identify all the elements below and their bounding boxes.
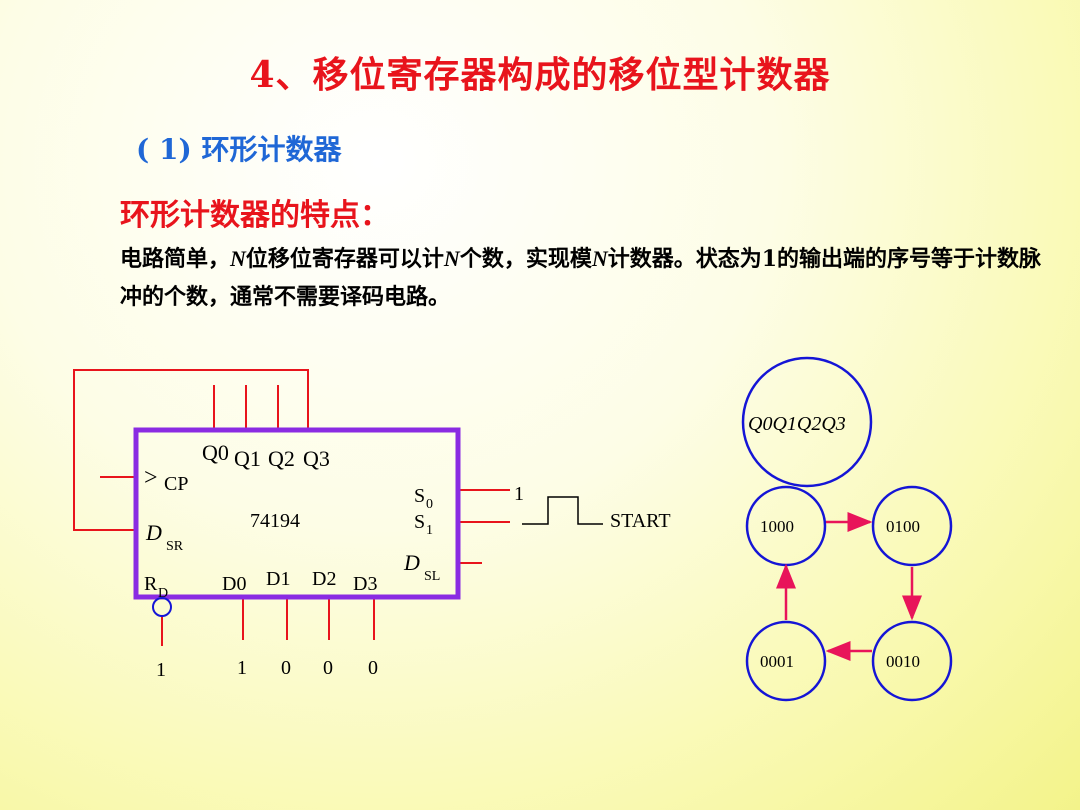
rd-label: R <box>144 573 158 595</box>
state-0100-label: 0100 <box>886 517 920 536</box>
rd-sub: D <box>158 586 168 601</box>
dsr-label: D <box>145 520 162 545</box>
d1-value: 0 <box>281 657 291 679</box>
state-node-0010 <box>871 620 953 702</box>
s1-label: S <box>414 511 425 533</box>
state-legend-node <box>741 356 873 488</box>
state-legend-text: Q0Q1Q2Q3 <box>748 413 846 435</box>
feature-heading: 环形计数器的特点： <box>120 198 390 233</box>
d2-label: D2 <box>312 568 336 590</box>
state-node-0100 <box>871 485 953 567</box>
state-1000-label: 1000 <box>760 517 794 536</box>
dsl-sub: SL <box>424 569 440 584</box>
d2-value: 0 <box>323 657 333 679</box>
dsl-label: D <box>403 550 420 575</box>
state-diagram: Q0Q1Q2Q3 1000 0100 0010 0001 <box>741 356 953 702</box>
rd-inversion-bubble <box>152 597 172 617</box>
start-pulse <box>522 496 603 525</box>
dsr-sub: SR <box>166 539 184 554</box>
d0-label: D0 <box>222 573 246 595</box>
q1-label: Q1 <box>234 446 261 471</box>
slide-title: 4、移位寄存器构成的移位型计数器 <box>249 54 831 96</box>
d1-label: D1 <box>266 568 290 590</box>
state-0010-label: 0010 <box>886 652 920 671</box>
state-node-0001 <box>745 620 827 702</box>
q2-label: Q2 <box>268 446 295 471</box>
section-subtitle: ( 1) 环形计数器 <box>136 133 342 166</box>
d0-value: 1 <box>237 657 247 679</box>
cp-label: CP <box>164 473 188 495</box>
s0-value: 1 <box>514 483 524 505</box>
s0-sub: 0 <box>426 497 433 512</box>
d3-value: 0 <box>368 657 378 679</box>
feedback-wire <box>73 369 309 531</box>
rd-value: 1 <box>156 659 166 681</box>
d3-label: D3 <box>353 573 377 595</box>
state-0001-label: 0001 <box>760 652 794 671</box>
description-paragraph: 电路简单，N位移位寄存器可以计N个数，实现模N计数器。状态为1的输出端的序号等于… <box>120 246 1042 310</box>
shift-register-circuit: Q0 Q1 Q2 Q3 > CP D SR 74194 S 0 S 1 D SL… <box>73 369 671 681</box>
chip-74194 <box>133 427 461 600</box>
s0-label: S <box>414 485 425 507</box>
s1-sub: 1 <box>426 523 433 538</box>
clock-edge-symbol: > <box>144 465 158 491</box>
q0-label: Q0 <box>202 440 229 465</box>
q3-label: Q3 <box>303 446 330 471</box>
chip-name: 74194 <box>250 510 300 532</box>
start-label: START <box>610 510 671 532</box>
